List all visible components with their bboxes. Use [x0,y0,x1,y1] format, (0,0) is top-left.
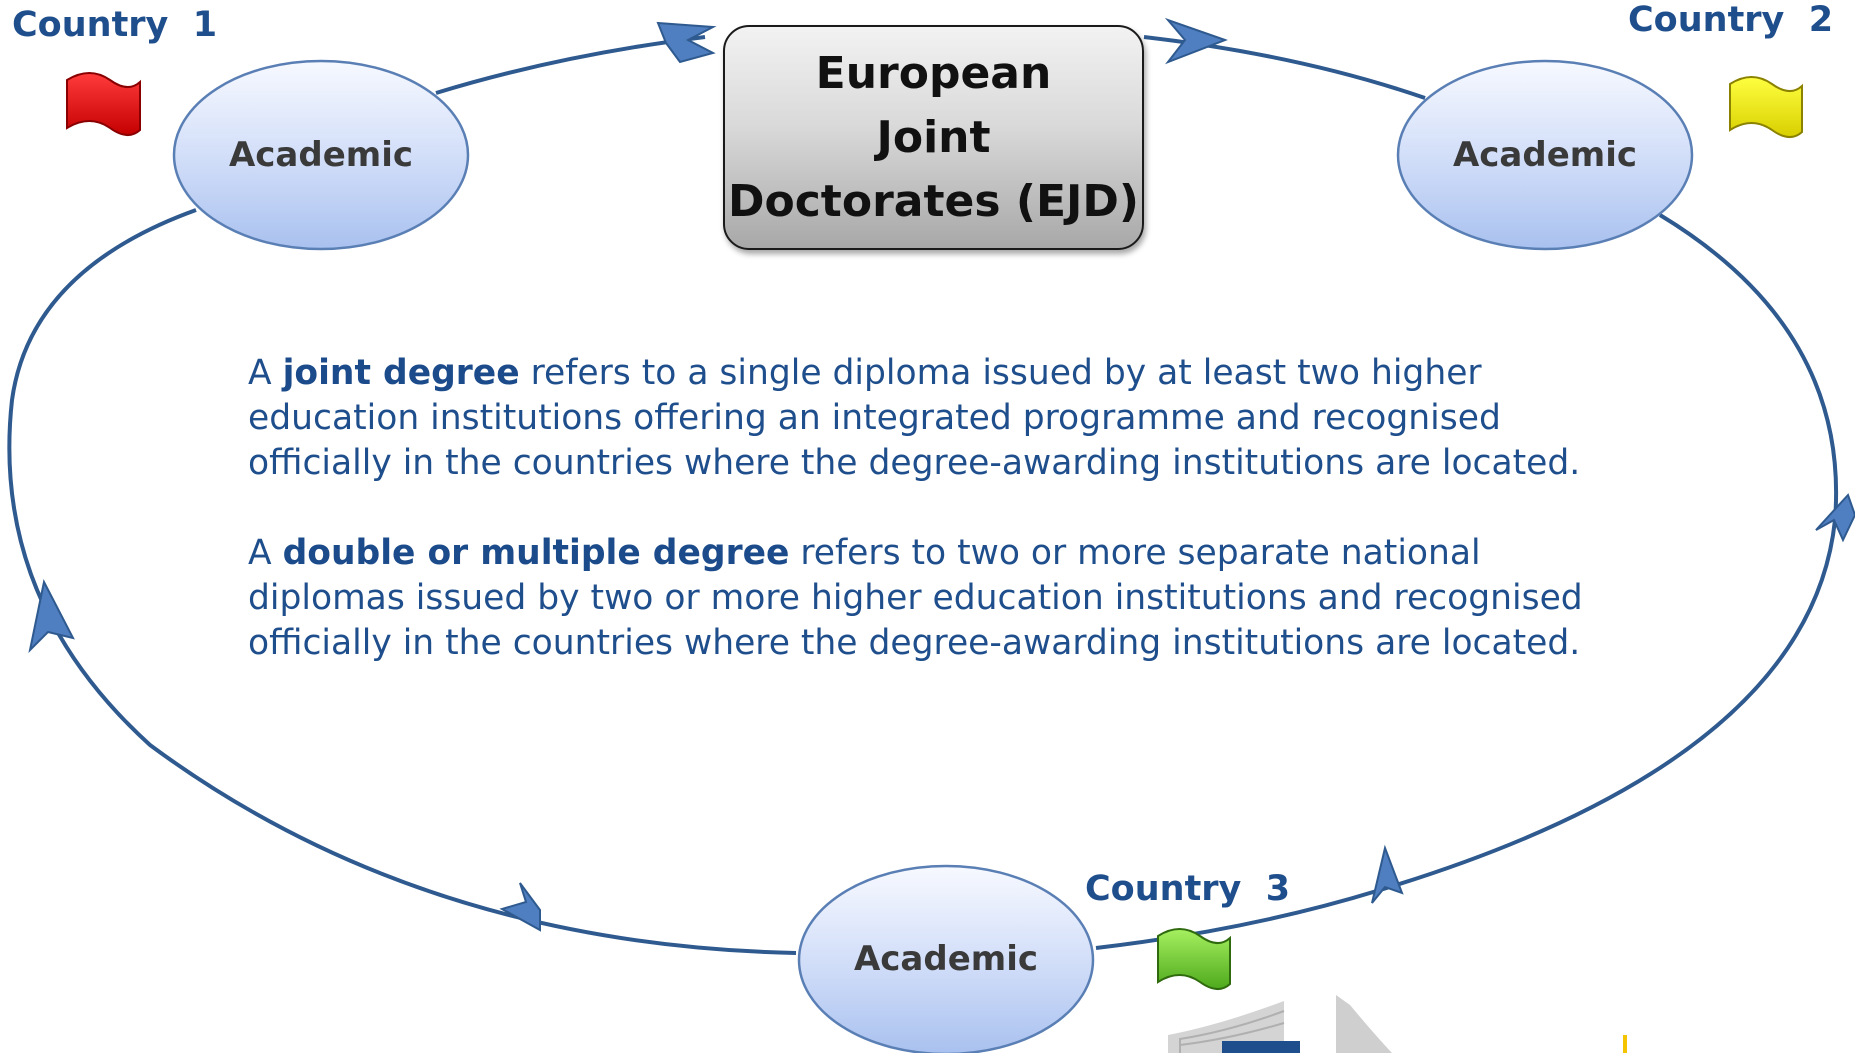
country-2-label: Country 2 [1628,0,1834,40]
academic-3-label: Academic [853,939,1039,979]
double-degree-definition: A double or multiple degree refers to tw… [248,531,1648,666]
joint-definition-prefix: A [248,353,283,393]
academic-2-label: Academic [1452,135,1638,175]
arrowheads [28,17,1855,932]
joint-degree-term: joint degree [282,353,520,393]
loop-segment-right [1095,213,1838,950]
joint-degree-definition: A joint degree refers to a single diplom… [248,351,1648,486]
ejd-title-line-1: European [815,47,1052,99]
arrowhead-icon [1371,844,1404,904]
arrowhead-icon [499,882,541,932]
academic-3-ellipse [797,864,1095,1053]
academic-1-ellipse [172,59,470,251]
yellow-flag-icon [1729,76,1803,138]
logo-gold-mark [1623,1035,1627,1053]
ejd-title-box: European Joint Doctorates (EJD) [723,25,1144,250]
country-3-label: Country 3 [1085,869,1291,909]
institution-logo-icon [1168,995,1627,1053]
ejd-title-line-2: Joint [876,111,991,163]
double-degree-term: double or multiple degree [282,533,790,573]
academic-node-shapes [172,59,1694,1053]
ejd-title-line-3: Doctorates (EJD) [727,175,1140,227]
ejd-title: European Joint Doctorates (EJD) [725,42,1142,234]
academic-1-label: Academic [228,135,414,175]
double-definition-body: refers to two or more separate national … [248,533,1583,663]
joint-definition-body: refers to a single diploma issued by at … [248,353,1581,483]
loop-segment-top-left [435,35,706,95]
green-flag-icon [1157,928,1231,990]
red-flag-icon [66,72,141,136]
double-definition-prefix: A [248,533,283,573]
arrowhead-icon [28,579,75,654]
logo-building-icon [1168,995,1392,1053]
arrowhead-icon [1815,493,1855,543]
country-1-label: Country 1 [12,5,218,45]
arrowhead-icon [656,21,717,64]
flags [66,72,1803,990]
academic-2-ellipse [1396,59,1694,251]
loop-segment-bottom-left [7,208,797,955]
arrowhead-icon [1164,17,1228,65]
